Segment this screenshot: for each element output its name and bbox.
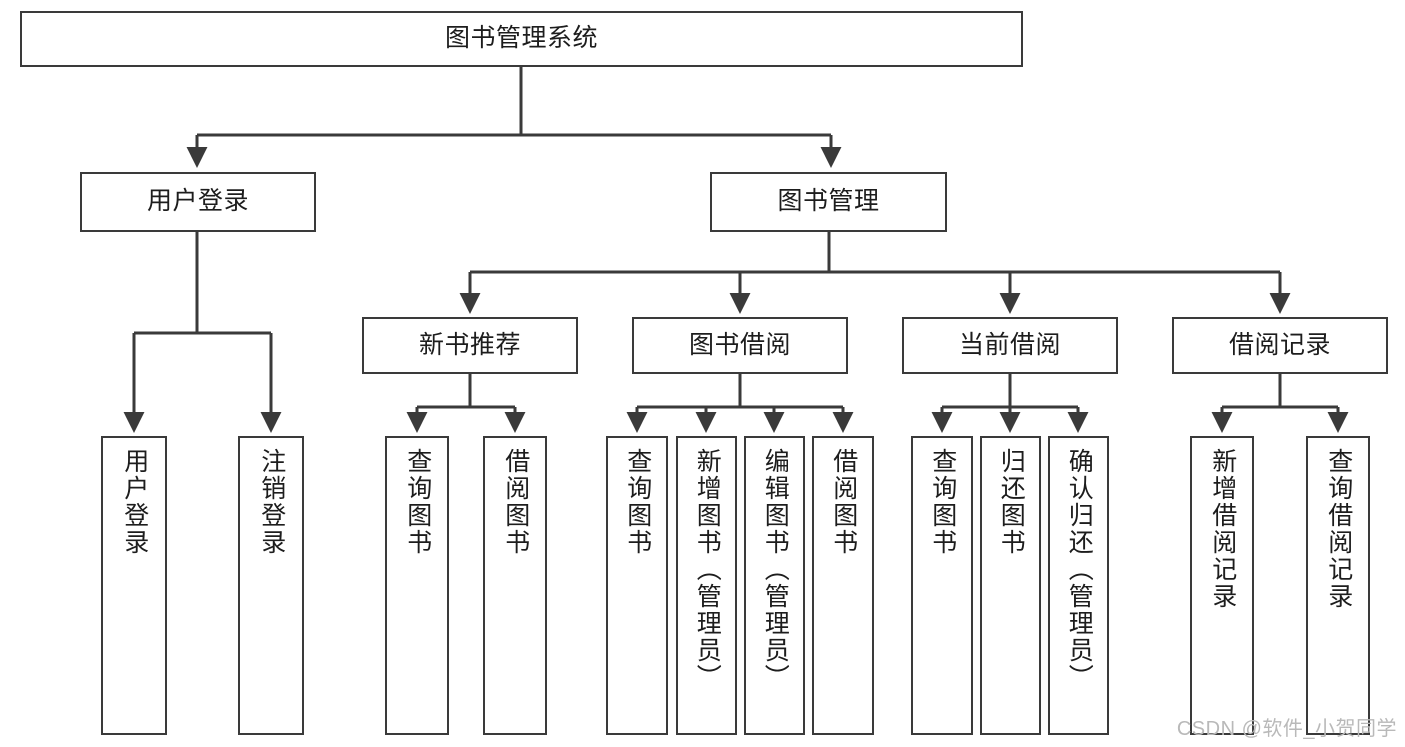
node-current-borrow[interactable]: 当前借阅 — [902, 317, 1118, 374]
node-leaf-borrow-book-2-label: 借阅图书 — [829, 448, 858, 556]
node-current-borrow-label: 当前借阅 — [958, 330, 1061, 359]
node-leaf-query-book-1[interactable]: 查询图书 — [385, 436, 449, 735]
node-leaf-add-record[interactable]: 新增借阅记录 — [1190, 436, 1254, 735]
node-book-manage[interactable]: 图书管理 — [710, 172, 947, 232]
node-book-borrow[interactable]: 图书借阅 — [632, 317, 848, 374]
node-leaf-query-book-2[interactable]: 查询图书 — [606, 436, 668, 735]
node-book-manage-label: 图书管理 — [777, 187, 880, 216]
node-leaf-query-book-1-label: 查询图书 — [403, 448, 432, 556]
node-leaf-borrow-book-1[interactable]: 借阅图书 — [483, 436, 547, 735]
node-leaf-return-book[interactable]: 归还图书 — [980, 436, 1041, 735]
node-leaf-query-book-3[interactable]: 查询图书 — [911, 436, 973, 735]
node-leaf-query-record[interactable]: 查询借阅记录 — [1306, 436, 1370, 735]
csdn-watermark: CSDN @软件_小贺同学 — [1176, 718, 1397, 740]
node-root[interactable]: 图书管理系统 — [20, 11, 1023, 67]
node-leaf-user-login-label: 用户登录 — [120, 448, 149, 556]
node-leaf-confirm-return[interactable]: 确认归还（管理员） — [1048, 436, 1109, 735]
node-leaf-add-record-label: 新增借阅记录 — [1208, 448, 1237, 610]
node-new-book-rec-label: 新书推荐 — [418, 330, 521, 359]
node-leaf-edit-book[interactable]: 编辑图书（管理员） — [744, 436, 805, 735]
node-user-login-label: 用户登录 — [146, 187, 249, 216]
node-leaf-borrow-book-1-label: 借阅图书 — [501, 448, 530, 556]
node-leaf-query-book-3-label: 查询图书 — [928, 448, 957, 556]
node-leaf-borrow-book-2[interactable]: 借阅图书 — [812, 436, 874, 735]
node-leaf-user-login[interactable]: 用户登录 — [101, 436, 167, 735]
node-user-login[interactable]: 用户登录 — [80, 172, 316, 232]
node-borrow-record[interactable]: 借阅记录 — [1172, 317, 1388, 374]
node-leaf-user-logout[interactable]: 注销登录 — [238, 436, 304, 735]
node-leaf-edit-book-label: 编辑图书（管理员） — [761, 448, 790, 691]
node-leaf-query-record-label: 查询借阅记录 — [1324, 448, 1353, 610]
node-borrow-record-label: 借阅记录 — [1228, 330, 1331, 359]
node-root-label: 图书管理系统 — [444, 24, 598, 53]
node-leaf-return-book-label: 归还图书 — [997, 448, 1026, 556]
node-leaf-user-logout-label: 注销登录 — [257, 448, 286, 556]
node-leaf-confirm-return-label: 确认归还（管理员） — [1065, 448, 1094, 691]
node-leaf-add-book[interactable]: 新增图书（管理员） — [676, 436, 737, 735]
node-leaf-add-book-label: 新增图书（管理员） — [693, 448, 722, 691]
node-leaf-query-book-2-label: 查询图书 — [623, 448, 652, 556]
node-new-book-rec[interactable]: 新书推荐 — [362, 317, 578, 374]
node-book-borrow-label: 图书借阅 — [688, 330, 791, 359]
